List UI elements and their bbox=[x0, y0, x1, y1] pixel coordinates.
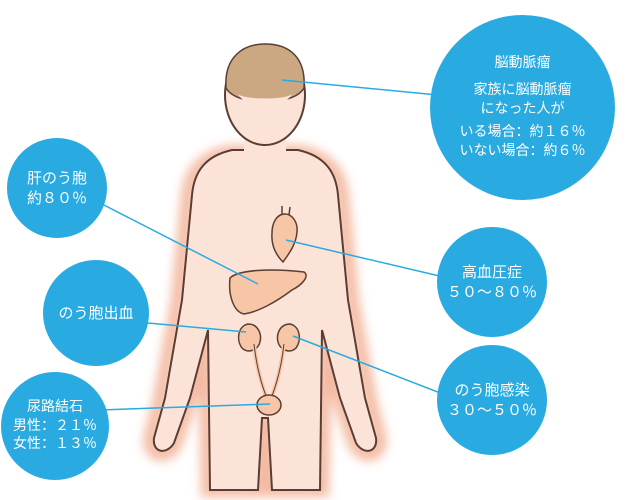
hypertension-value: ５０～８０％ bbox=[446, 283, 537, 301]
heart-icon bbox=[271, 213, 298, 264]
cyst-bleeding-bubble: のう胞出血 bbox=[43, 260, 149, 366]
brain-icon bbox=[225, 43, 305, 102]
liver-cyst-value: 約８０％ bbox=[26, 189, 87, 207]
urinary-stone-male: 男性：２１％ bbox=[13, 417, 97, 434]
ureters-outline bbox=[253, 343, 285, 397]
aneurysm-title: 脳動脈瘤 bbox=[494, 55, 551, 72]
liver-cyst-title: 肝のう胞 bbox=[26, 168, 87, 187]
urinary-stone-bubble: 尿路結石 男性：２１％ 女性：１３％ bbox=[1, 372, 109, 480]
aneurysm-line3: いる場合：約１６％ bbox=[459, 123, 586, 140]
urinary-stone-title: 尿路結石 bbox=[27, 398, 83, 415]
left-kidney-icon bbox=[237, 323, 262, 352]
aneurysm-line1: 家族に脳動脈瘤 bbox=[473, 82, 572, 99]
urinary-stone-female: 女性：１３％ bbox=[13, 436, 97, 453]
aneurysm-line4: いない場合：約６％ bbox=[459, 142, 586, 159]
cyst-bleeding-title: のう胞出血 bbox=[58, 303, 134, 322]
cyst-infection-bubble: のう胞感染 ３０～５０％ bbox=[437, 345, 547, 455]
aneurysm-bubble: 脳動脈瘤 家族に脳動脈瘤 になった人が いる場合：約１６％ いない場合：約６％ bbox=[430, 15, 615, 200]
heart-vessels bbox=[281, 206, 291, 216]
hypertension-title: 高血圧症 bbox=[461, 262, 522, 281]
aneurysm-line2: になった人が bbox=[480, 101, 565, 118]
body-outline bbox=[152, 149, 378, 491]
hypertension-bubble: 高血圧症 ５０～８０％ bbox=[437, 227, 547, 337]
forehead-band bbox=[238, 94, 292, 106]
cyst-infection-value: ３０～５０％ bbox=[446, 401, 537, 419]
cyst-infection-title: のう胞感染 bbox=[454, 380, 530, 399]
liver-cyst-bubble: 肝のう胞 約８０％ bbox=[7, 138, 107, 238]
connector-lines bbox=[99, 79, 449, 411]
liver-icon bbox=[228, 269, 307, 315]
